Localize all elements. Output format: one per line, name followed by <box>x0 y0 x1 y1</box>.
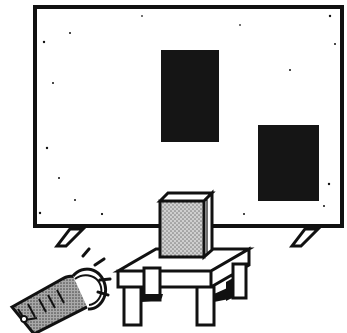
dark-patch-lower <box>258 125 319 201</box>
screen-foot-left <box>57 229 83 246</box>
flashlight-icon <box>12 269 106 333</box>
book-block-icon <box>160 193 212 257</box>
dark-patch-upper <box>161 50 219 142</box>
small-table-icon <box>118 249 249 325</box>
screen-foot-right <box>292 229 318 246</box>
